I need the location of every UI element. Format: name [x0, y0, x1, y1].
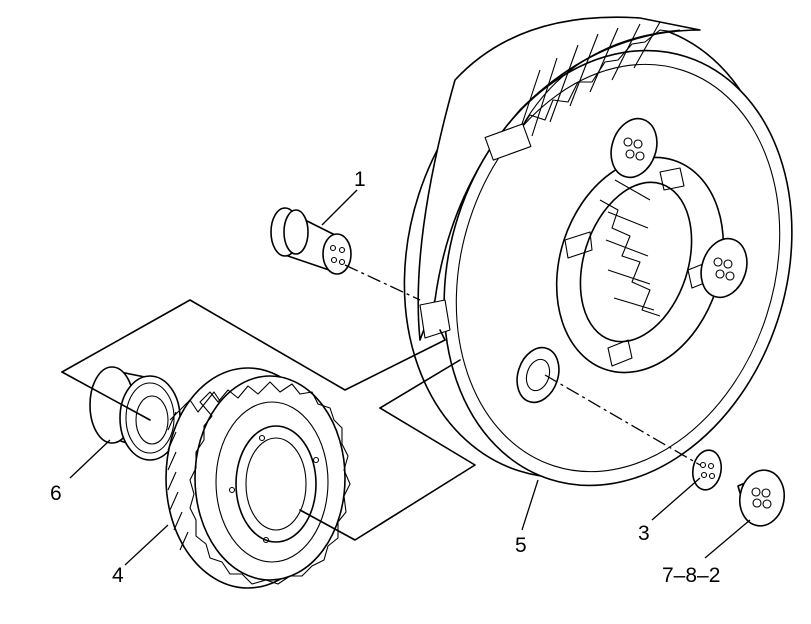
center-spline-hub	[555, 156, 725, 374]
callout-6: 6	[50, 482, 62, 505]
planet-pin	[270, 207, 352, 275]
planet-pin-boss-upper	[610, 117, 658, 179]
assembly-guide-lines	[61, 264, 701, 541]
thrust-washer	[691, 449, 723, 491]
callout-1: 1	[354, 168, 366, 191]
callout-5: 5	[515, 534, 527, 557]
retaining-plate	[737, 469, 786, 527]
callout-4: 4	[112, 564, 124, 587]
spur-gear	[165, 367, 351, 589]
callout-7-8-2: 7–8–2	[662, 564, 720, 587]
planet-pin-boss-right	[700, 237, 748, 299]
planet-pin-bore-lower	[516, 346, 560, 404]
ring-gear-carrier	[403, 16, 793, 487]
callout-3: 3	[638, 522, 650, 545]
callout-leaders	[69, 189, 751, 566]
ring-internal-teeth	[514, 21, 681, 146]
